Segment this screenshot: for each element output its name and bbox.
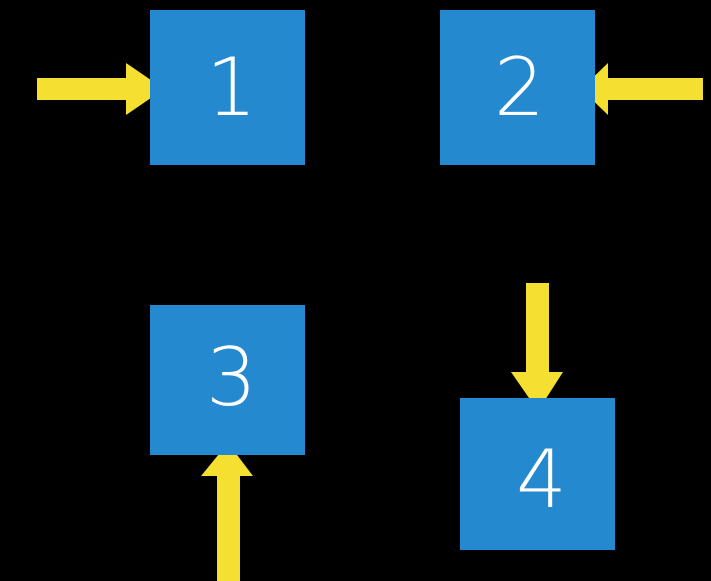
node-box-3[interactable] xyxy=(150,305,305,455)
arrow-into-node-4 xyxy=(505,280,575,415)
arrow-into-node-3 xyxy=(195,440,265,581)
node-label-1: 1 xyxy=(206,41,257,134)
node-box-1[interactable] xyxy=(150,10,305,165)
node-label-2: 2 xyxy=(494,41,545,134)
arrow-into-node-1 xyxy=(30,55,175,125)
node-label-3: 3 xyxy=(206,331,257,424)
arrow-into-node-2 xyxy=(575,55,711,125)
node-box-2[interactable] xyxy=(440,10,595,165)
node-label-4: 4 xyxy=(516,433,567,526)
node-box-4[interactable] xyxy=(460,398,615,550)
